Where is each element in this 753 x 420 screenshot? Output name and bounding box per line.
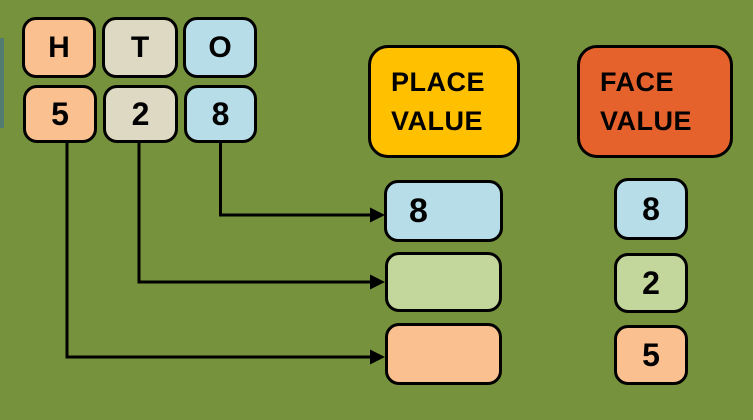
face-value-box-ones-value: 8 <box>642 190 660 227</box>
place-value-box-ones-value: 8 <box>409 191 428 230</box>
arrow-hundreds-to-place-value <box>65 143 370 359</box>
arrowhead-tens-icon <box>370 274 385 290</box>
face-value-heading-line2: VALUE <box>600 105 693 136</box>
place-value-heading-line1: PLACE <box>391 66 486 97</box>
digit-ones-label: 8 <box>211 95 230 132</box>
arrowhead-hundreds-icon <box>370 349 385 365</box>
arrow-tens-to-place-value <box>137 143 370 284</box>
column-header-hundreds: H <box>22 17 96 78</box>
face-value-box-ones: 8 <box>614 178 688 240</box>
face-value-heading-line1: FACE <box>600 66 675 97</box>
face-value-box-tens-value: 2 <box>642 264 660 301</box>
face-value-heading: FACE VALUE <box>577 45 733 158</box>
place-value-box-ones: 8 <box>384 180 503 242</box>
digit-hundreds-label: 5 <box>51 95 69 132</box>
arrowhead-ones-icon <box>370 207 385 223</box>
face-value-box-hundreds: 5 <box>614 325 688 385</box>
digit-hundreds: 5 <box>23 85 97 143</box>
place-value-box-hundreds <box>385 323 502 385</box>
column-header-ones-label: O <box>208 30 232 64</box>
face-value-box-hundreds-value: 5 <box>642 336 660 373</box>
column-header-hundreds-label: H <box>48 30 70 64</box>
arrow-ones-to-place-value <box>219 143 370 217</box>
place-value-box-tens <box>385 252 502 312</box>
place-value-heading: PLACE VALUE <box>368 45 520 158</box>
digit-tens: 2 <box>103 85 178 143</box>
place-value-heading-line2: VALUE <box>391 105 484 136</box>
column-header-ones: O <box>183 17 257 78</box>
face-value-box-tens: 2 <box>614 253 688 313</box>
column-header-tens-label: T <box>130 30 150 64</box>
column-header-tens: T <box>102 17 178 78</box>
left-edge-strip <box>0 38 4 128</box>
digit-ones: 8 <box>184 85 257 143</box>
digit-tens-label: 2 <box>131 95 150 132</box>
